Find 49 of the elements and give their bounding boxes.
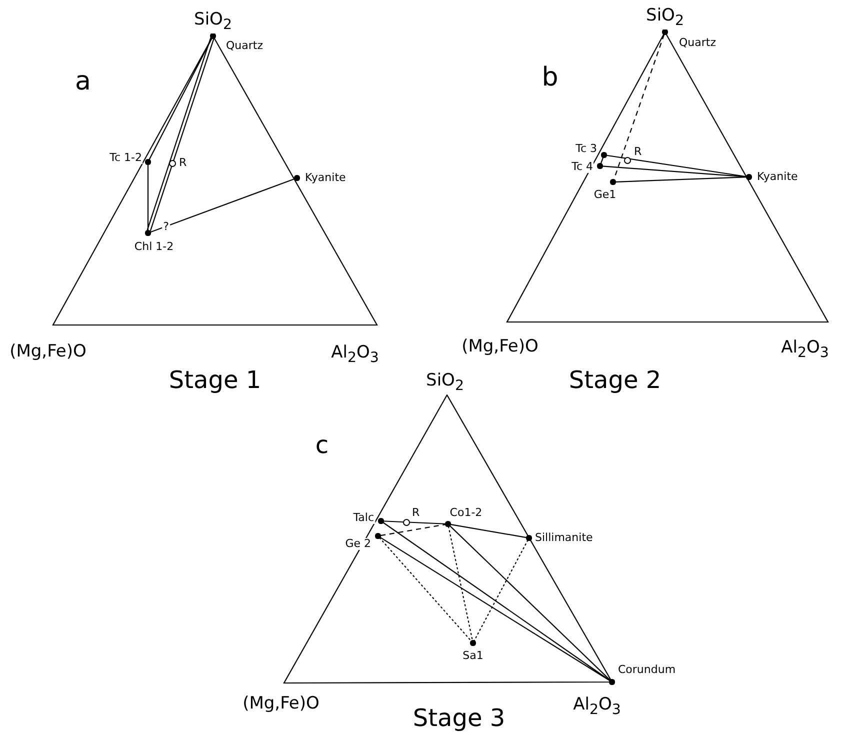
point-label: Quartz: [225, 40, 264, 52]
tie-line: [606, 154, 747, 178]
point-label: Tc 1-2: [108, 152, 143, 164]
corner-label: SiO$_{2}$: [645, 6, 685, 30]
dotted-tie-line: [448, 526, 474, 641]
point-label: Kyanite: [756, 170, 799, 184]
tie-line: [147, 164, 149, 230]
point-marker: [609, 679, 615, 685]
dotted-tie-line: [379, 537, 472, 642]
open-circle-marker: [624, 156, 630, 164]
tie-line: [384, 520, 446, 524]
tie-line: [148, 38, 212, 160]
tie-line: [616, 176, 746, 182]
point-marker: [601, 152, 607, 158]
dotted-tie-line: [474, 540, 528, 642]
point-label: Ge 2: [344, 538, 372, 550]
point-label: Sillimanite: [534, 532, 594, 544]
dashed-tie-line: [380, 524, 446, 536]
tie-line: [449, 525, 611, 681]
point-marker: [294, 175, 300, 181]
corner-label: (Mg,Fe)O: [242, 694, 320, 714]
point-marker: [145, 230, 151, 236]
corner-label: SiO$_{2}$: [425, 372, 465, 394]
tie-line: [602, 166, 746, 178]
corner-label: (Mg,Fe)O: [460, 338, 540, 356]
tie-line: [450, 524, 527, 538]
point-label: Tc 4: [570, 160, 594, 174]
point-label: Kyanite: [304, 172, 347, 184]
point-label: Quartz: [678, 36, 717, 50]
point-marker: [597, 163, 603, 169]
point-marker: [526, 535, 532, 541]
point-label: Sa1: [462, 650, 484, 662]
point-label: Chl 1-2: [133, 240, 175, 254]
point-marker: [378, 518, 384, 524]
point-label: Ge1: [592, 188, 618, 202]
point-marker: [445, 521, 451, 527]
corner-label: (Mg,Fe)O: [8, 342, 88, 362]
point-marker: [470, 640, 476, 646]
point-label: Corundum: [617, 664, 677, 676]
point-marker: [610, 179, 616, 185]
point-marker: [375, 533, 381, 539]
point-marker: [746, 174, 752, 180]
open-circle-marker: [402, 518, 410, 526]
tie-line: [150, 178, 295, 233]
point-label: Talc: [352, 512, 375, 524]
point-label: Co1-2: [448, 506, 484, 520]
corner-label: SiO$_{2}$: [193, 10, 233, 34]
point-label: Tc 3: [574, 142, 598, 156]
point-marker: [145, 159, 151, 165]
